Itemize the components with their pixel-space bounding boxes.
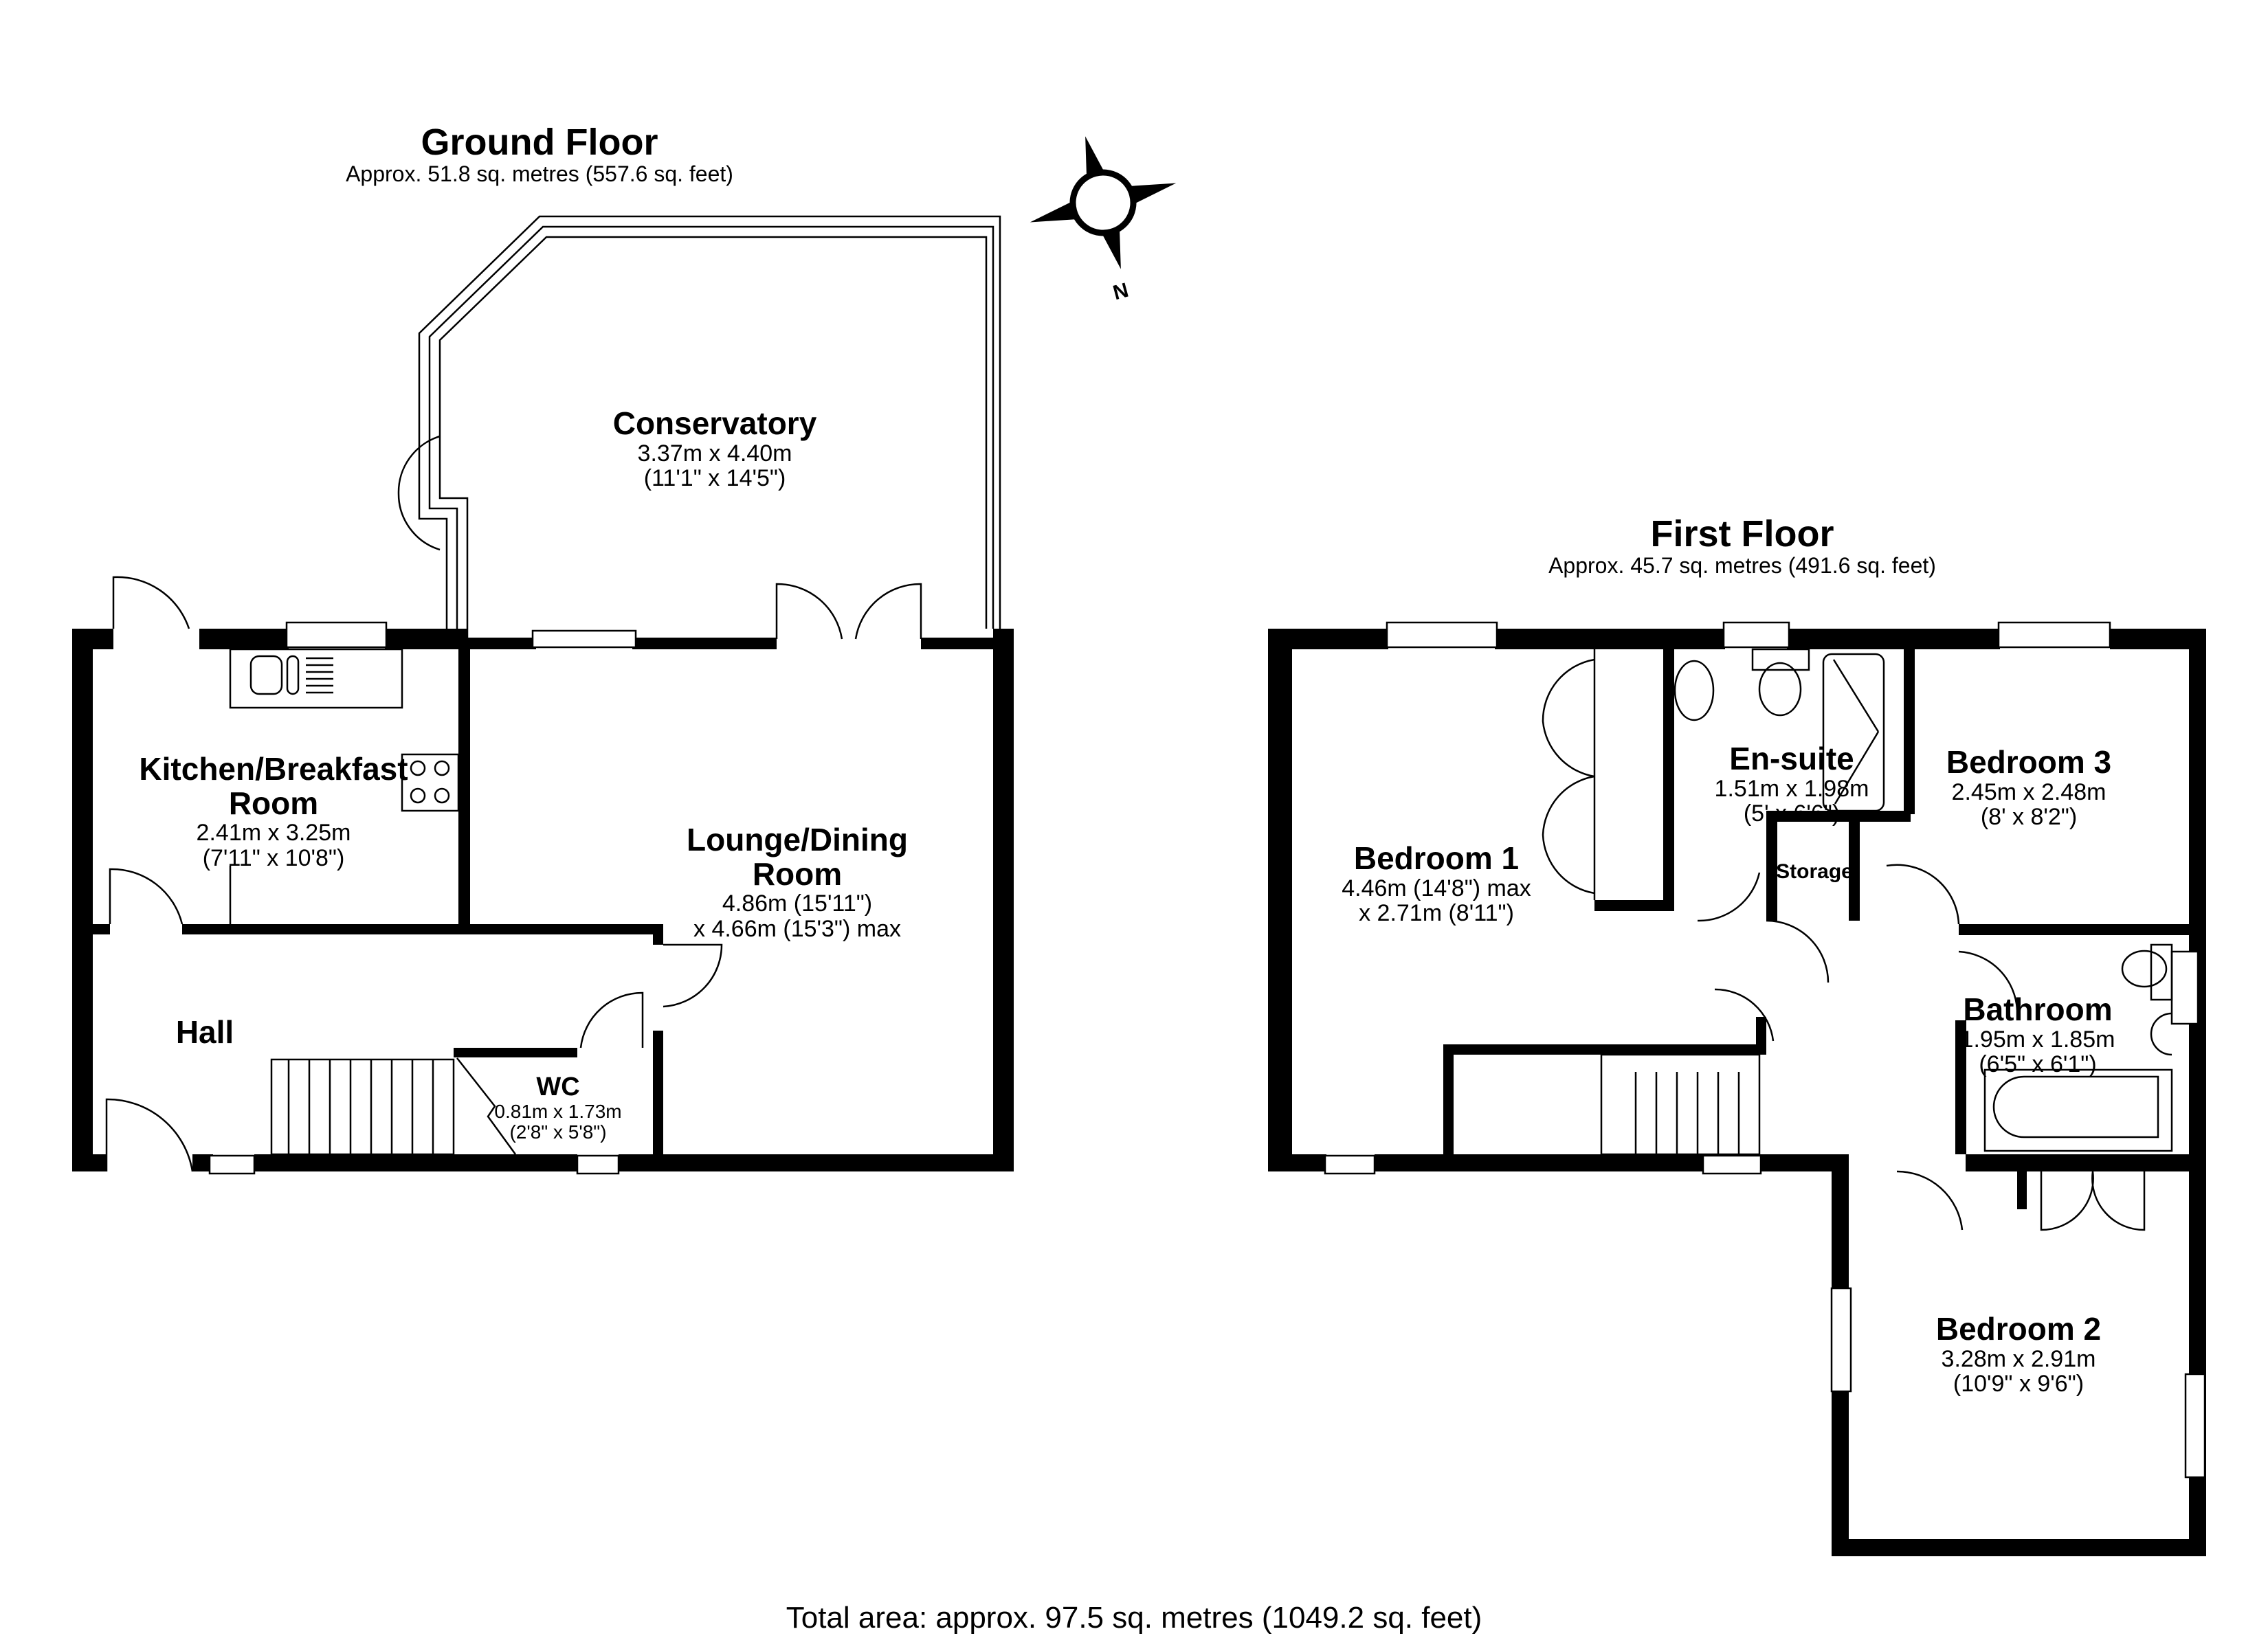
wall: [619, 1154, 1014, 1171]
window: [285, 621, 388, 649]
window: [531, 629, 637, 649]
wall: [1268, 629, 1292, 1171]
first-floor-title: First Floor: [1650, 513, 1834, 554]
wardrobe-doors: [1542, 658, 1595, 895]
door-swing: [663, 943, 723, 1008]
room-label-lounge-dining: Lounge/Dining Room 4.86m (15'11") x 4.66…: [687, 822, 908, 943]
basin-icon: [2150, 1012, 2172, 1056]
room-label-bedroom-1: Bedroom 1 4.46m (14'8") max x 2.71m (8'1…: [1342, 840, 1531, 927]
window: [1702, 1154, 1762, 1175]
wall: [2017, 1171, 2027, 1209]
ground-floor-title: Ground Floor: [421, 122, 658, 163]
wall: [921, 638, 1014, 649]
wall: [93, 924, 110, 934]
window: [2170, 950, 2199, 1025]
conservatory-outline: [438, 236, 988, 639]
kitchen-counter: [229, 648, 403, 709]
room-label-bedroom-2: Bedroom 2 3.28m x 2.91m (10'9" x 9'6"): [1935, 1311, 2102, 1398]
window: [576, 1154, 620, 1175]
window: [1386, 621, 1498, 649]
hob-icon: [401, 753, 460, 812]
wall: [72, 629, 113, 649]
wall: [1766, 811, 1777, 921]
door-swing: [1697, 872, 1830, 1042]
bath-icon: [1983, 1068, 2173, 1152]
door-swing: [109, 868, 184, 925]
door-swing: [112, 576, 190, 629]
wardrobe-doors: [2040, 1171, 2146, 1231]
basin-icon: [1674, 660, 1715, 721]
compass-rose-icon: [1030, 136, 1177, 269]
window: [1830, 1287, 1852, 1393]
ground-floor-plan: [72, 215, 1014, 1175]
wall: [1959, 924, 2189, 935]
room-label-en-suite: En-suite 1.51m x 1.98m (5' x 6'6"): [1714, 741, 1869, 827]
wall: [1756, 1017, 1766, 1055]
wall: [1663, 649, 1674, 910]
wall: [1268, 629, 1388, 649]
wall: [1787, 629, 2000, 649]
ground-floor-header: Ground Floor Approx. 51.8 sq. metres (55…: [346, 122, 733, 186]
staircase: [1600, 1053, 1761, 1156]
wall: [1443, 1044, 1766, 1055]
room-label-hall: Hall: [175, 1014, 234, 1050]
wall: [385, 629, 467, 649]
wall: [653, 1031, 663, 1154]
door-swing: [579, 991, 644, 1048]
wall: [993, 629, 1014, 1171]
wall: [72, 629, 93, 1171]
window: [1324, 1154, 1376, 1175]
wall: [1966, 1154, 2206, 1171]
wall: [72, 1154, 107, 1171]
staircase: [270, 1058, 455, 1156]
wall: [454, 1048, 577, 1057]
french-doors: [775, 583, 922, 640]
first-floor-header: First Floor Approx. 45.7 sq. metres (491…: [1548, 514, 1936, 578]
room-label-bathroom: Bathroom 1.95m x 1.85m (6'5" x 6'1"): [1960, 991, 2115, 1078]
door-swing: [397, 435, 441, 551]
wall: [1904, 649, 1915, 814]
room-label-storage: Storage: [1776, 860, 1853, 883]
sink-icon: [249, 655, 283, 695]
wall: [254, 1154, 577, 1171]
wall: [1495, 629, 1725, 649]
total-area: Total area: approx. 97.5 sq. metres (104…: [786, 1601, 1482, 1635]
window: [208, 1154, 256, 1175]
shower-tray-icon: [1822, 653, 1885, 812]
window: [1997, 621, 2111, 649]
front-door-swing: [105, 1098, 194, 1172]
wall: [1443, 1044, 1454, 1154]
room-label-bedroom-3: Bedroom 3 2.45m x 2.48m (8' x 8'2"): [1946, 744, 2112, 831]
wall: [467, 638, 536, 649]
wall: [182, 924, 663, 934]
wall: [1594, 900, 1674, 911]
room-label-kitchen: Kitchen/Breakfast Room 2.41m x 3.25m (7'…: [139, 751, 408, 872]
wall: [1766, 811, 1911, 822]
wall: [632, 638, 777, 649]
toilet-icon: [1758, 662, 1802, 717]
toilet-cistern: [1751, 648, 1810, 671]
ground-floor-area: Approx. 51.8 sq. metres (557.6 sq. feet): [346, 161, 733, 187]
window: [1722, 621, 1790, 649]
toilet-cistern: [2150, 943, 2173, 1001]
toilet-icon: [2121, 950, 2168, 988]
door-swing: [1886, 864, 2019, 1231]
room-label-wc: WC 0.81m x 1.73m (2'8" x 5'8"): [494, 1073, 622, 1143]
window: [2184, 1373, 2206, 1479]
wall: [1375, 1154, 1704, 1171]
first-floor-area: Approx. 45.7 sq. metres (491.6 sq. feet): [1548, 553, 1936, 579]
room-label-conservatory: Conservatory 3.37m x 4.40m (11'1" x 14'5…: [612, 405, 817, 492]
wall: [653, 924, 663, 945]
wall: [1955, 1020, 1966, 1154]
wall: [458, 649, 470, 924]
wall: [1268, 1154, 1326, 1171]
first-floor-plan: [1268, 621, 2206, 1556]
wall: [1849, 811, 1860, 921]
wall: [199, 629, 289, 649]
wall: [1832, 1539, 2206, 1556]
